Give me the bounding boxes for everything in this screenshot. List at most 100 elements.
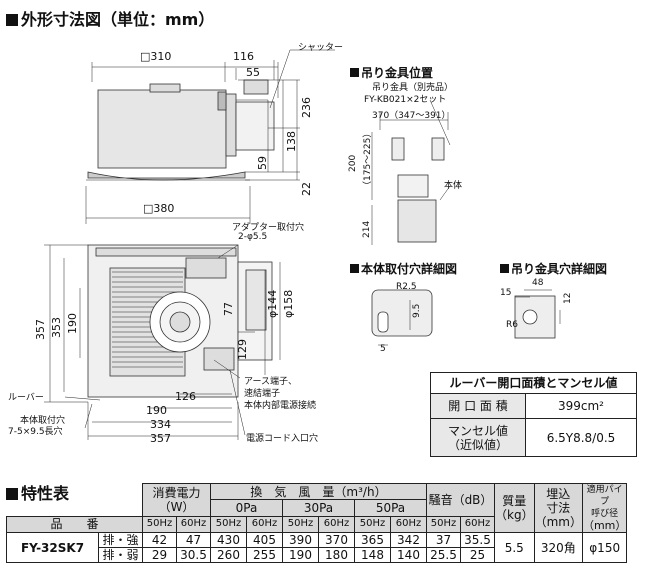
- outline-drawing: [44, 49, 561, 440]
- dim-190: 190: [146, 404, 167, 417]
- dim-357-vertical: 357: [34, 319, 47, 340]
- hanger-fitting-label: 吊り金具（別売品）: [372, 83, 454, 93]
- table-row-strong: FY-32SK7 排・強 42 47 430 405 390 370 365 3…: [6, 532, 628, 563]
- hz-cell: 50Hz: [210, 515, 247, 534]
- airflow-header: 換 気 風 量（m³/h）: [210, 482, 427, 501]
- table-cell: 180: [318, 547, 355, 563]
- dim-353: 353: [50, 317, 63, 338]
- hz-cell: 60Hz: [318, 515, 355, 534]
- dim-55: 55: [246, 66, 260, 79]
- dim-214: 214: [362, 220, 372, 238]
- hanger-position-heading: 吊り金具位置: [350, 64, 433, 81]
- table-cell: 190: [282, 547, 319, 563]
- power-header: 消費電力（W）: [142, 483, 211, 517]
- dim-12: 12: [563, 292, 573, 304]
- table-cell: 29: [142, 547, 177, 563]
- pressure-50pa: 50Pa: [354, 499, 427, 517]
- table-cell: 370: [318, 532, 355, 548]
- table-cell: 30.5: [176, 547, 211, 563]
- table-cell: 148: [354, 547, 391, 563]
- dim-190-vertical: 190: [66, 313, 79, 334]
- dim-334: 334: [150, 418, 171, 431]
- louver-info-title: ルーバー開口面積とマンセル値: [431, 373, 636, 394]
- table-cell: 430: [210, 532, 247, 548]
- pipe-header: 適用パイプ呼び径（mm）: [581, 483, 628, 533]
- dim-9-5: 9.5: [412, 303, 422, 318]
- shutter-label: シャッター: [298, 43, 344, 53]
- dim-357: 357: [150, 432, 171, 445]
- dim-370: 370（347〜391）: [372, 111, 451, 121]
- internal-power-label: 本体内部電源接続: [244, 401, 317, 411]
- mass-cell: 5.5: [494, 532, 535, 563]
- table-cell: 37: [426, 532, 461, 548]
- opening-area-row: 開 口 面 積 399cm²: [431, 394, 636, 419]
- dim-48: 48: [532, 278, 544, 288]
- louver-label: ルーバー: [8, 393, 44, 403]
- dim-380: □380: [143, 202, 175, 215]
- dim-5: 5: [380, 344, 386, 354]
- adapter-hole-label: アダプター取付穴: [232, 223, 305, 233]
- dim-r6: R6: [506, 320, 518, 330]
- model-cell: FY-32SK7: [6, 532, 99, 563]
- earth-terminal-label: アース端子、: [244, 377, 298, 387]
- pressure-30pa: 30Pa: [282, 499, 355, 517]
- dim-310: □310: [140, 50, 172, 63]
- hz-cell: 60Hz: [246, 515, 283, 534]
- dim-236: 236: [300, 97, 313, 118]
- hz-cell: 50Hz: [142, 515, 177, 534]
- dim-phi144: φ144: [266, 289, 279, 318]
- table-row-weak: 排・弱 29 30.5 260 255 190 180 148 140 25.5…: [7, 547, 627, 563]
- mass-header: 質量（kg）: [494, 483, 535, 533]
- table-cell: 260: [210, 547, 247, 563]
- table-cell: 342: [390, 532, 427, 548]
- hz-cell: 60Hz: [176, 515, 211, 534]
- dim-175-225: （175〜225）: [363, 128, 373, 190]
- table-cell: 25.5: [426, 547, 461, 563]
- munsell-value: 6.5Y8.8/0.5: [546, 430, 616, 445]
- body-hole-label: 本体取付穴: [20, 416, 66, 426]
- louver-info-box: ルーバー開口面積とマンセル値 開 口 面 積 399cm² マンセル値（近似値）…: [430, 372, 637, 457]
- table-cell: 35.5: [460, 532, 495, 548]
- table-cell: 47: [176, 532, 211, 548]
- top-view: [44, 244, 281, 440]
- model-header: 品 番: [6, 515, 143, 534]
- spec-table: 消費電力（W） 換 気 風 量（m³/h） 騒音（dB） 質量（kg） 埋込寸法…: [6, 482, 628, 563]
- side-view: [85, 49, 335, 224]
- mode-strong: 排・強: [98, 532, 143, 548]
- hz-cell: 60Hz: [460, 515, 495, 534]
- dim-15: 15: [500, 288, 512, 298]
- table-cell: 25: [460, 547, 495, 563]
- hanger-position-drawing: [371, 99, 451, 245]
- dim-129: 129: [236, 339, 249, 360]
- hz-cell: 60Hz: [390, 515, 427, 534]
- cord-inlet-label: 電源コード入口穴: [246, 434, 319, 444]
- table-cell: 405: [246, 532, 283, 548]
- table-cell: 365: [354, 532, 391, 548]
- munsell-row: マンセル値（近似値） 6.5Y8.8/0.5: [431, 419, 636, 456]
- noise-header: 騒音（dB）: [426, 483, 495, 517]
- dim-59: 59: [256, 156, 269, 170]
- body-hole-heading: 本体取付穴詳細図: [350, 260, 457, 277]
- embed-header: 埋込寸法（mm）: [533, 483, 583, 533]
- dim-r25: R2.5: [396, 282, 417, 292]
- hanger-hole-heading: 吊り金具穴詳細図: [500, 260, 607, 277]
- outline-heading: 外形寸法図（単位：mm）: [6, 6, 214, 30]
- body-hole-spec: 7-5×9.5長穴: [8, 427, 63, 437]
- dim-138: 138: [285, 131, 298, 152]
- dim-phi158: φ158: [282, 289, 295, 318]
- dim-126: 126: [175, 390, 196, 403]
- main-body-label: 本体: [444, 181, 463, 191]
- hanger-hole-detail: [514, 289, 561, 339]
- dim-22: 22: [300, 182, 313, 196]
- quick-terminal-label: 速結端子: [244, 389, 281, 399]
- pressure-0pa: 0Pa: [210, 499, 283, 517]
- embed-cell: 320角: [533, 532, 583, 563]
- mode-weak: 排・弱: [98, 547, 143, 563]
- pipe-cell: φ150: [581, 532, 628, 563]
- hz-cell: 50Hz: [426, 515, 461, 534]
- dim-200: 200: [348, 154, 358, 172]
- opening-area-value: 399cm²: [557, 399, 604, 413]
- table-cell: 390: [282, 532, 319, 548]
- adapter-hole-spec: 2-φ5.5: [238, 232, 268, 242]
- opening-area-label: 開 口 面 積: [431, 394, 526, 418]
